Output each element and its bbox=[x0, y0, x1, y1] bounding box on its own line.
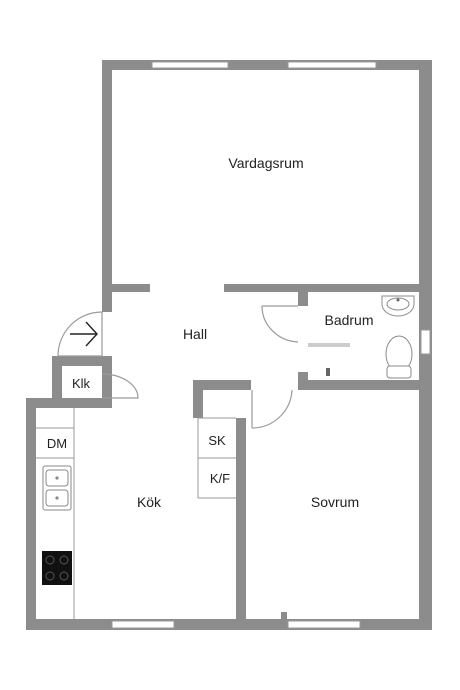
kitchen-counter bbox=[36, 408, 75, 619]
windows bbox=[111, 61, 431, 629]
label-badrum: Badrum bbox=[324, 312, 373, 328]
entrance-arrow-icon bbox=[70, 321, 98, 347]
bedroom-door bbox=[251, 389, 293, 429]
label-vardagsrum: Vardagsrum bbox=[228, 155, 303, 171]
toilet-icon bbox=[385, 335, 413, 379]
bathroom-fixtures bbox=[308, 343, 350, 376]
interior-walls bbox=[102, 284, 429, 620]
sink-icon bbox=[381, 295, 415, 317]
klk-door bbox=[101, 373, 139, 399]
bathroom-door bbox=[261, 305, 299, 343]
entrance-door bbox=[57, 311, 103, 357]
label-dm: DM bbox=[47, 436, 67, 451]
label-sk: SK bbox=[208, 433, 226, 448]
label-sovrum: Sovrum bbox=[311, 494, 359, 510]
label-kok: Kök bbox=[137, 494, 162, 510]
label-kf: K/F bbox=[210, 471, 230, 486]
kitchen-sink-icon bbox=[42, 465, 72, 511]
stove-icon bbox=[42, 551, 72, 585]
label-klk: Klk bbox=[72, 376, 91, 391]
label-hall: Hall bbox=[183, 326, 207, 342]
